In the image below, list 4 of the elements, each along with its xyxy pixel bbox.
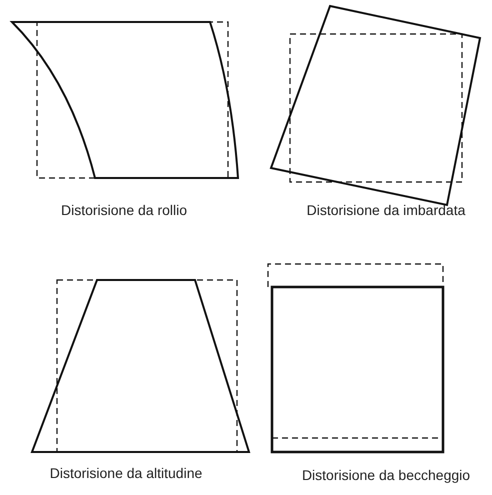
- altitude-distortion-caption: Distorisione da altitudine: [50, 465, 202, 481]
- roll-distortion-caption: Distorisione da rollio: [60, 202, 188, 218]
- yaw-distortion-caption: Distorisione da imbardata: [306, 202, 466, 218]
- pitch-distortion-caption: Distorisione da beccheggio: [302, 467, 470, 483]
